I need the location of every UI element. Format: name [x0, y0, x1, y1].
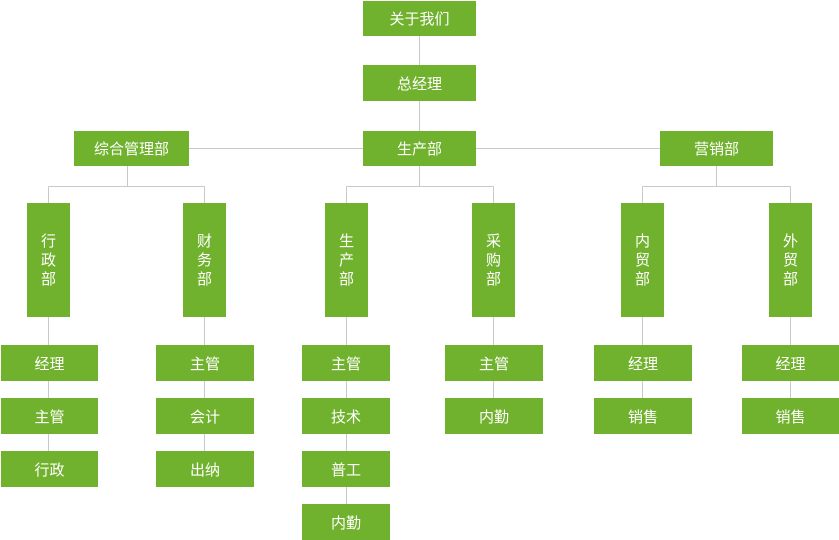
node-division-admin: 综合管理部: [74, 131, 189, 166]
node-role: 普工: [302, 451, 390, 487]
dept-label: 采购部: [486, 231, 502, 288]
node-role: 技术: [302, 398, 390, 434]
node-dept-administration: 行政部: [27, 203, 70, 317]
dept-label: 财务部: [197, 231, 213, 288]
dept-label: 行政部: [41, 231, 57, 288]
node-dept-domestic-trade: 内贸部: [621, 203, 664, 317]
node-role: 主管: [156, 345, 254, 381]
node-role: 主管: [445, 345, 543, 381]
node-role: 行政: [1, 451, 98, 487]
node-dept-foreign-trade: 外贸部: [769, 203, 812, 317]
node-role: 销售: [594, 398, 692, 434]
node-dept-production: 生产部: [325, 203, 368, 317]
node-root: 关于我们: [363, 1, 476, 36]
node-role: 内勤: [445, 398, 543, 434]
node-role: 内勤: [302, 504, 390, 540]
node-dept-finance: 财务部: [183, 203, 226, 317]
node-role: 出纳: [156, 451, 254, 487]
node-role: 经理: [742, 345, 839, 381]
node-division-marketing: 营销部: [660, 131, 773, 166]
node-role: 经理: [1, 345, 98, 381]
node-division-production: 生产部: [363, 131, 476, 166]
node-role: 主管: [302, 345, 390, 381]
node-ceo: 总经理: [363, 65, 476, 101]
node-role: 会计: [156, 398, 254, 434]
dept-label: 外贸部: [783, 231, 799, 288]
node-role: 经理: [594, 345, 692, 381]
dept-label: 内贸部: [635, 231, 651, 288]
node-role: 主管: [1, 398, 98, 434]
node-role: 销售: [742, 398, 839, 434]
dept-label: 生产部: [339, 231, 355, 288]
node-dept-purchasing: 采购部: [472, 203, 515, 317]
